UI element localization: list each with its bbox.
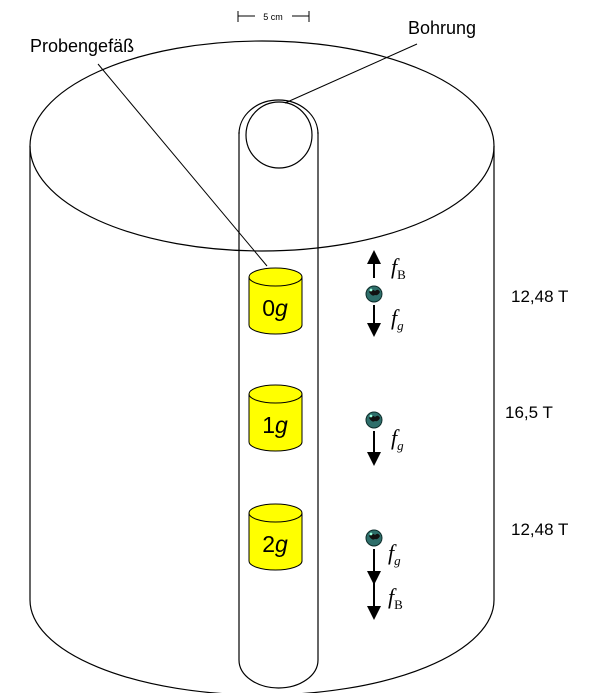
cylinder-bottom-arc — [29, 599, 495, 696]
vessel-mass-2g: 2 — [262, 531, 275, 557]
gravity-label-3: fg — [388, 540, 401, 568]
field-strength-bottom: 12,48 T — [511, 520, 568, 539]
field-strength-top: 12,48 T — [511, 287, 568, 306]
vessel-unit-1g: g — [275, 412, 288, 438]
vessel-mass-1g: 1 — [262, 412, 275, 438]
buoyancy-label-1: fB — [391, 254, 406, 282]
frog-icon-lower — [365, 529, 383, 547]
scale-bar: 5 cm — [237, 11, 310, 22]
field-strength-middle: 16,5 T — [505, 403, 553, 422]
scale-label: 5 cm — [263, 12, 283, 22]
frog-icon-levitating — [365, 285, 383, 303]
sample-vessel-1g: 1g — [248, 384, 303, 452]
svg-text:0g: 0g — [262, 295, 288, 321]
sample-vessel-2g: 2g — [248, 503, 303, 571]
vessel-mass-0g: 0 — [262, 295, 275, 321]
bore-opening — [245, 101, 313, 169]
bore-leader-line — [284, 43, 418, 104]
bore-tube — [238, 99, 319, 689]
sample-vessel-leader-line — [97, 63, 268, 267]
buoyancy-label-3: fB — [388, 584, 403, 612]
sample-vessel-label: Probengefäß — [30, 36, 134, 56]
gravity-label-1: fg — [391, 305, 404, 333]
frog-icon-middle — [365, 411, 383, 429]
bore-label: Bohrung — [408, 18, 476, 38]
bore-bottom-arc — [238, 659, 319, 689]
vessel-unit-2g: g — [275, 531, 288, 557]
bore-top-arc — [238, 99, 319, 135]
sample-vessel-0g: 0g — [248, 267, 303, 335]
svg-text:1g: 1g — [262, 412, 288, 438]
vessel-unit-0g: g — [275, 295, 288, 321]
svg-text:2g: 2g — [262, 531, 288, 557]
gravity-label-2: fg — [391, 425, 404, 453]
